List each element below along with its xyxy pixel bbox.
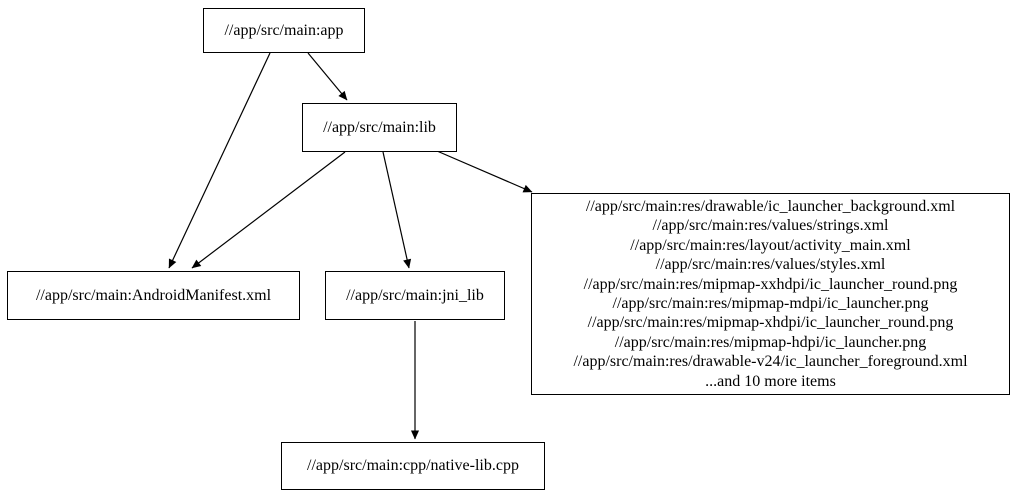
res-item: //app/src/main:res/mipmap-hdpi/ic_launch… [614, 333, 927, 351]
node-android-manifest: //app/src/main:AndroidManifest.xml [7, 271, 300, 320]
res-item: //app/src/main:res/mipmap-xxhdpi/ic_laun… [583, 275, 958, 293]
res-more-items: ...and 10 more items [705, 372, 836, 390]
res-item: //app/src/main:res/values/strings.xml [652, 217, 889, 235]
edge-lib-to-manifest [191, 151, 346, 269]
node-lib-label: //app/src/main:lib [323, 118, 436, 136]
node-lib: //app/src/main:lib [302, 103, 457, 152]
res-item: //app/src/main:res/values/styles.xml [655, 256, 886, 274]
res-item: //app/src/main:res/drawable-v24/ic_launc… [573, 353, 968, 371]
node-native-lib-cpp-label: //app/src/main:cpp/native-lib.cpp [307, 457, 519, 474]
node-app: //app/src/main:app [203, 8, 365, 53]
node-native-lib-cpp: //app/src/main:cpp/native-lib.cpp [281, 442, 545, 490]
edge-lib-to-jni-lib [382, 151, 412, 269]
res-item: //app/src/main:res/drawable/ic_launcher_… [585, 197, 956, 215]
res-item: //app/src/main:res/mipmap-mdpi/ic_launch… [612, 295, 929, 312]
edge-lib-to-res-group [436, 150, 533, 193]
node-jni-lib-label: //app/src/main:jni_lib [346, 286, 484, 304]
edge-app-to-manifest [168, 52, 271, 269]
node-app-label: //app/src/main:app [224, 21, 344, 39]
node-android-manifest-label: //app/src/main:AndroidManifest.xml [35, 286, 272, 304]
res-item: //app/src/main:res/layout/activity_main.… [630, 236, 911, 254]
node-jni-lib: //app/src/main:jni_lib [325, 271, 505, 320]
node-res-group: //app/src/main:res/drawable/ic_launcher_… [531, 193, 1010, 395]
res-item: //app/src/main:res/mipmap-xhdpi/ic_launc… [587, 314, 954, 332]
edge-app-to-lib [307, 52, 348, 101]
